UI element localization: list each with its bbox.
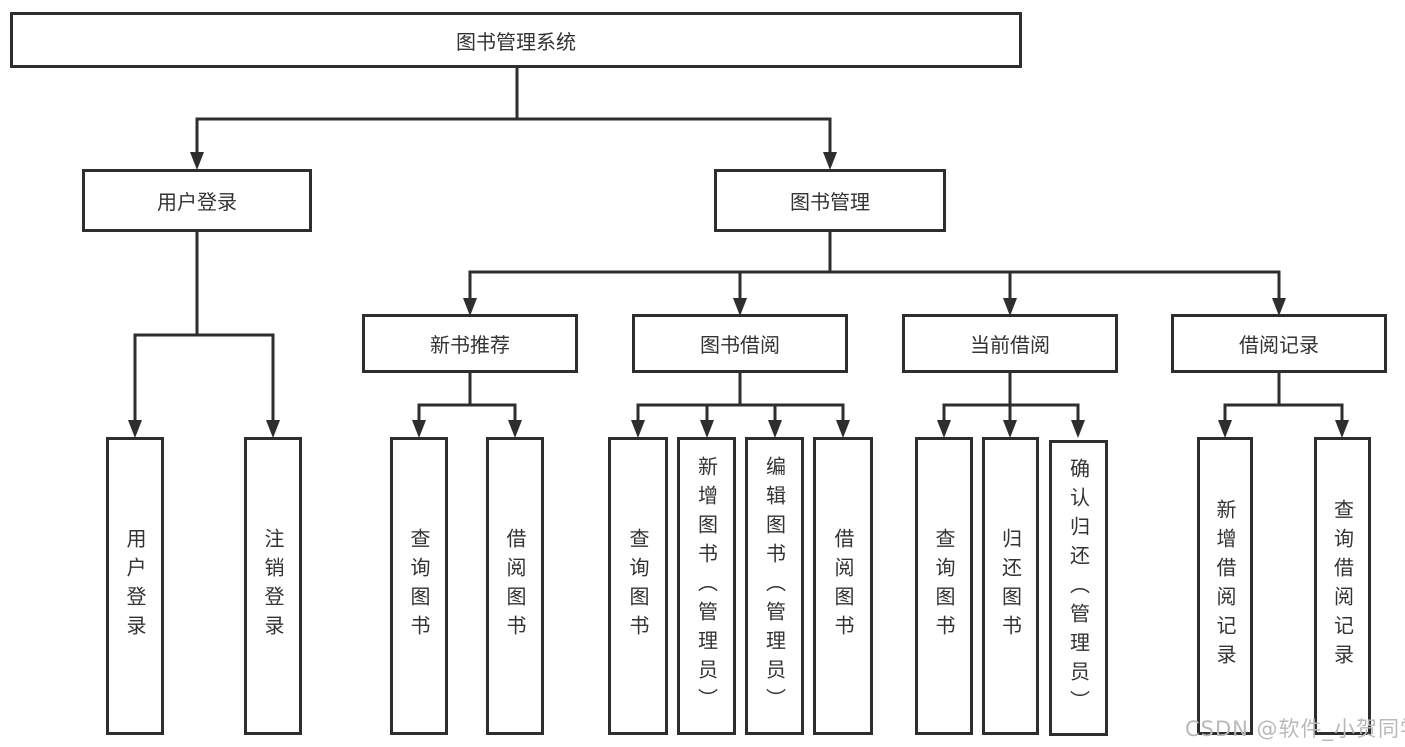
node-label: 注销登录 [261, 528, 285, 644]
leaf-borrow-borrow: 借阅图书 [813, 437, 873, 735]
arrow-borrow-records-head [1272, 298, 1286, 316]
arrow-current-query-head [937, 420, 951, 438]
leaf-current-confirm-admin: 确认归还（管理员） [1049, 440, 1108, 736]
node-label: 归还图书 [998, 528, 1023, 644]
node-label: 查询图书 [932, 528, 956, 644]
arrow-records-query-head [1335, 420, 1349, 438]
node-book-borrow: 图书借阅 [632, 314, 848, 373]
arrow-current-return-head [1003, 420, 1017, 438]
node-current-borrow: 当前借阅 [902, 314, 1118, 373]
arrow-leaf-logout-head [266, 420, 280, 438]
leaf-borrow-edit-admin: 编辑图书（管理员） [745, 437, 804, 735]
node-label: 编辑图书（管理员） [762, 455, 787, 717]
arrow-user-login-head [190, 152, 204, 170]
node-label: 图书借阅 [700, 333, 780, 357]
node-label: 确认归还（管理员） [1066, 457, 1091, 719]
node-new-book-recommend: 新书推荐 [362, 314, 578, 373]
leaf-borrow-add-admin: 新增图书（管理员） [677, 437, 736, 735]
node-label: 新增图书（管理员） [694, 455, 719, 717]
arrow-book-borrow-head [733, 298, 747, 316]
leaf-records-add: 新增借阅记录 [1197, 437, 1253, 735]
leaf-current-return: 归还图书 [982, 437, 1039, 735]
node-label: 图书管理 [790, 190, 870, 214]
node-borrow-records: 借阅记录 [1171, 314, 1387, 373]
node-root: 图书管理系统 [10, 12, 1022, 68]
arrow-newbook-borrow-head [508, 420, 522, 438]
leaf-newbook-query: 查询图书 [390, 437, 448, 735]
arrow-borrow-borrow-head [836, 420, 850, 438]
leaf-records-query: 查询借阅记录 [1314, 437, 1371, 735]
node-label: 查询图书 [407, 528, 431, 644]
leaf-current-query: 查询图书 [915, 437, 973, 735]
node-label: 借阅记录 [1239, 333, 1319, 357]
arrow-records-add-head [1218, 420, 1232, 438]
arrow-leaf-login-head [128, 420, 142, 438]
arrow-borrow-add-head [700, 420, 714, 438]
arrow-newbook-query-head [412, 420, 426, 438]
watermark: CSDN @软件_小贺同学 [1185, 717, 1405, 741]
arrow-new-book-head [463, 298, 477, 316]
node-book-mgmt: 图书管理 [714, 169, 946, 232]
node-label: 当前借阅 [970, 333, 1050, 357]
node-label: 图书管理系统 [456, 29, 576, 54]
arrow-current-confirm-head [1071, 420, 1085, 438]
node-user-login: 用户登录 [82, 169, 312, 232]
node-label: 用户登录 [123, 528, 147, 644]
node-label: 查询借阅记录 [1330, 499, 1355, 673]
node-label: 借阅图书 [831, 528, 855, 644]
leaf-borrow-query: 查询图书 [608, 437, 668, 735]
node-label: 用户登录 [157, 190, 237, 214]
node-label: 新书推荐 [430, 333, 510, 357]
node-label: 借阅图书 [503, 528, 527, 644]
node-label: 新增借阅记录 [1213, 499, 1237, 673]
leaf-logout: 注销登录 [244, 437, 302, 735]
arrow-current-borrow-head [1003, 298, 1017, 316]
leaf-newbook-borrow: 借阅图书 [486, 437, 544, 735]
arrow-borrow-edit-head [768, 420, 782, 438]
arrow-book-mgmt-head [823, 152, 837, 170]
node-label: 查询图书 [626, 528, 650, 644]
leaf-user-login: 用户登录 [106, 437, 164, 735]
arrow-borrow-query-head [631, 420, 645, 438]
